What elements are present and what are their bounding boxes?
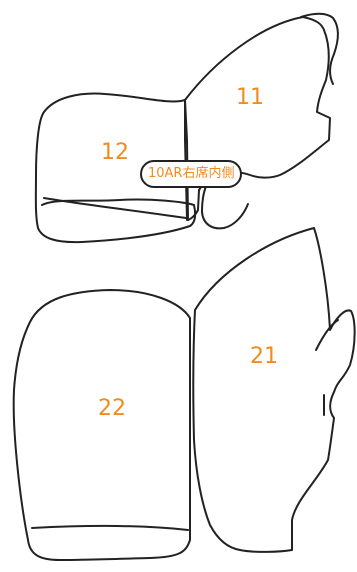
seat-22-label: 22 [98,396,126,421]
seat-11-label: 11 [236,85,264,110]
seat-position-tag: 10AR右席内側 [140,160,243,188]
seat-22-front-flap [31,525,189,531]
seat-12-outline [34,92,197,244]
seat-11-headrest-crease [300,12,339,85]
seat-22-outline [12,289,191,561]
seat-21-outline [192,227,356,553]
seat-11-side-cushion [201,179,249,230]
seat-21-label: 21 [250,344,278,369]
seat-12-label: 12 [101,140,129,165]
seat-12-seam-line [184,99,188,221]
seat-12-flap [43,197,187,219]
seat-11-outline [184,16,331,221]
seat-21-headrest-crease [315,319,339,351]
